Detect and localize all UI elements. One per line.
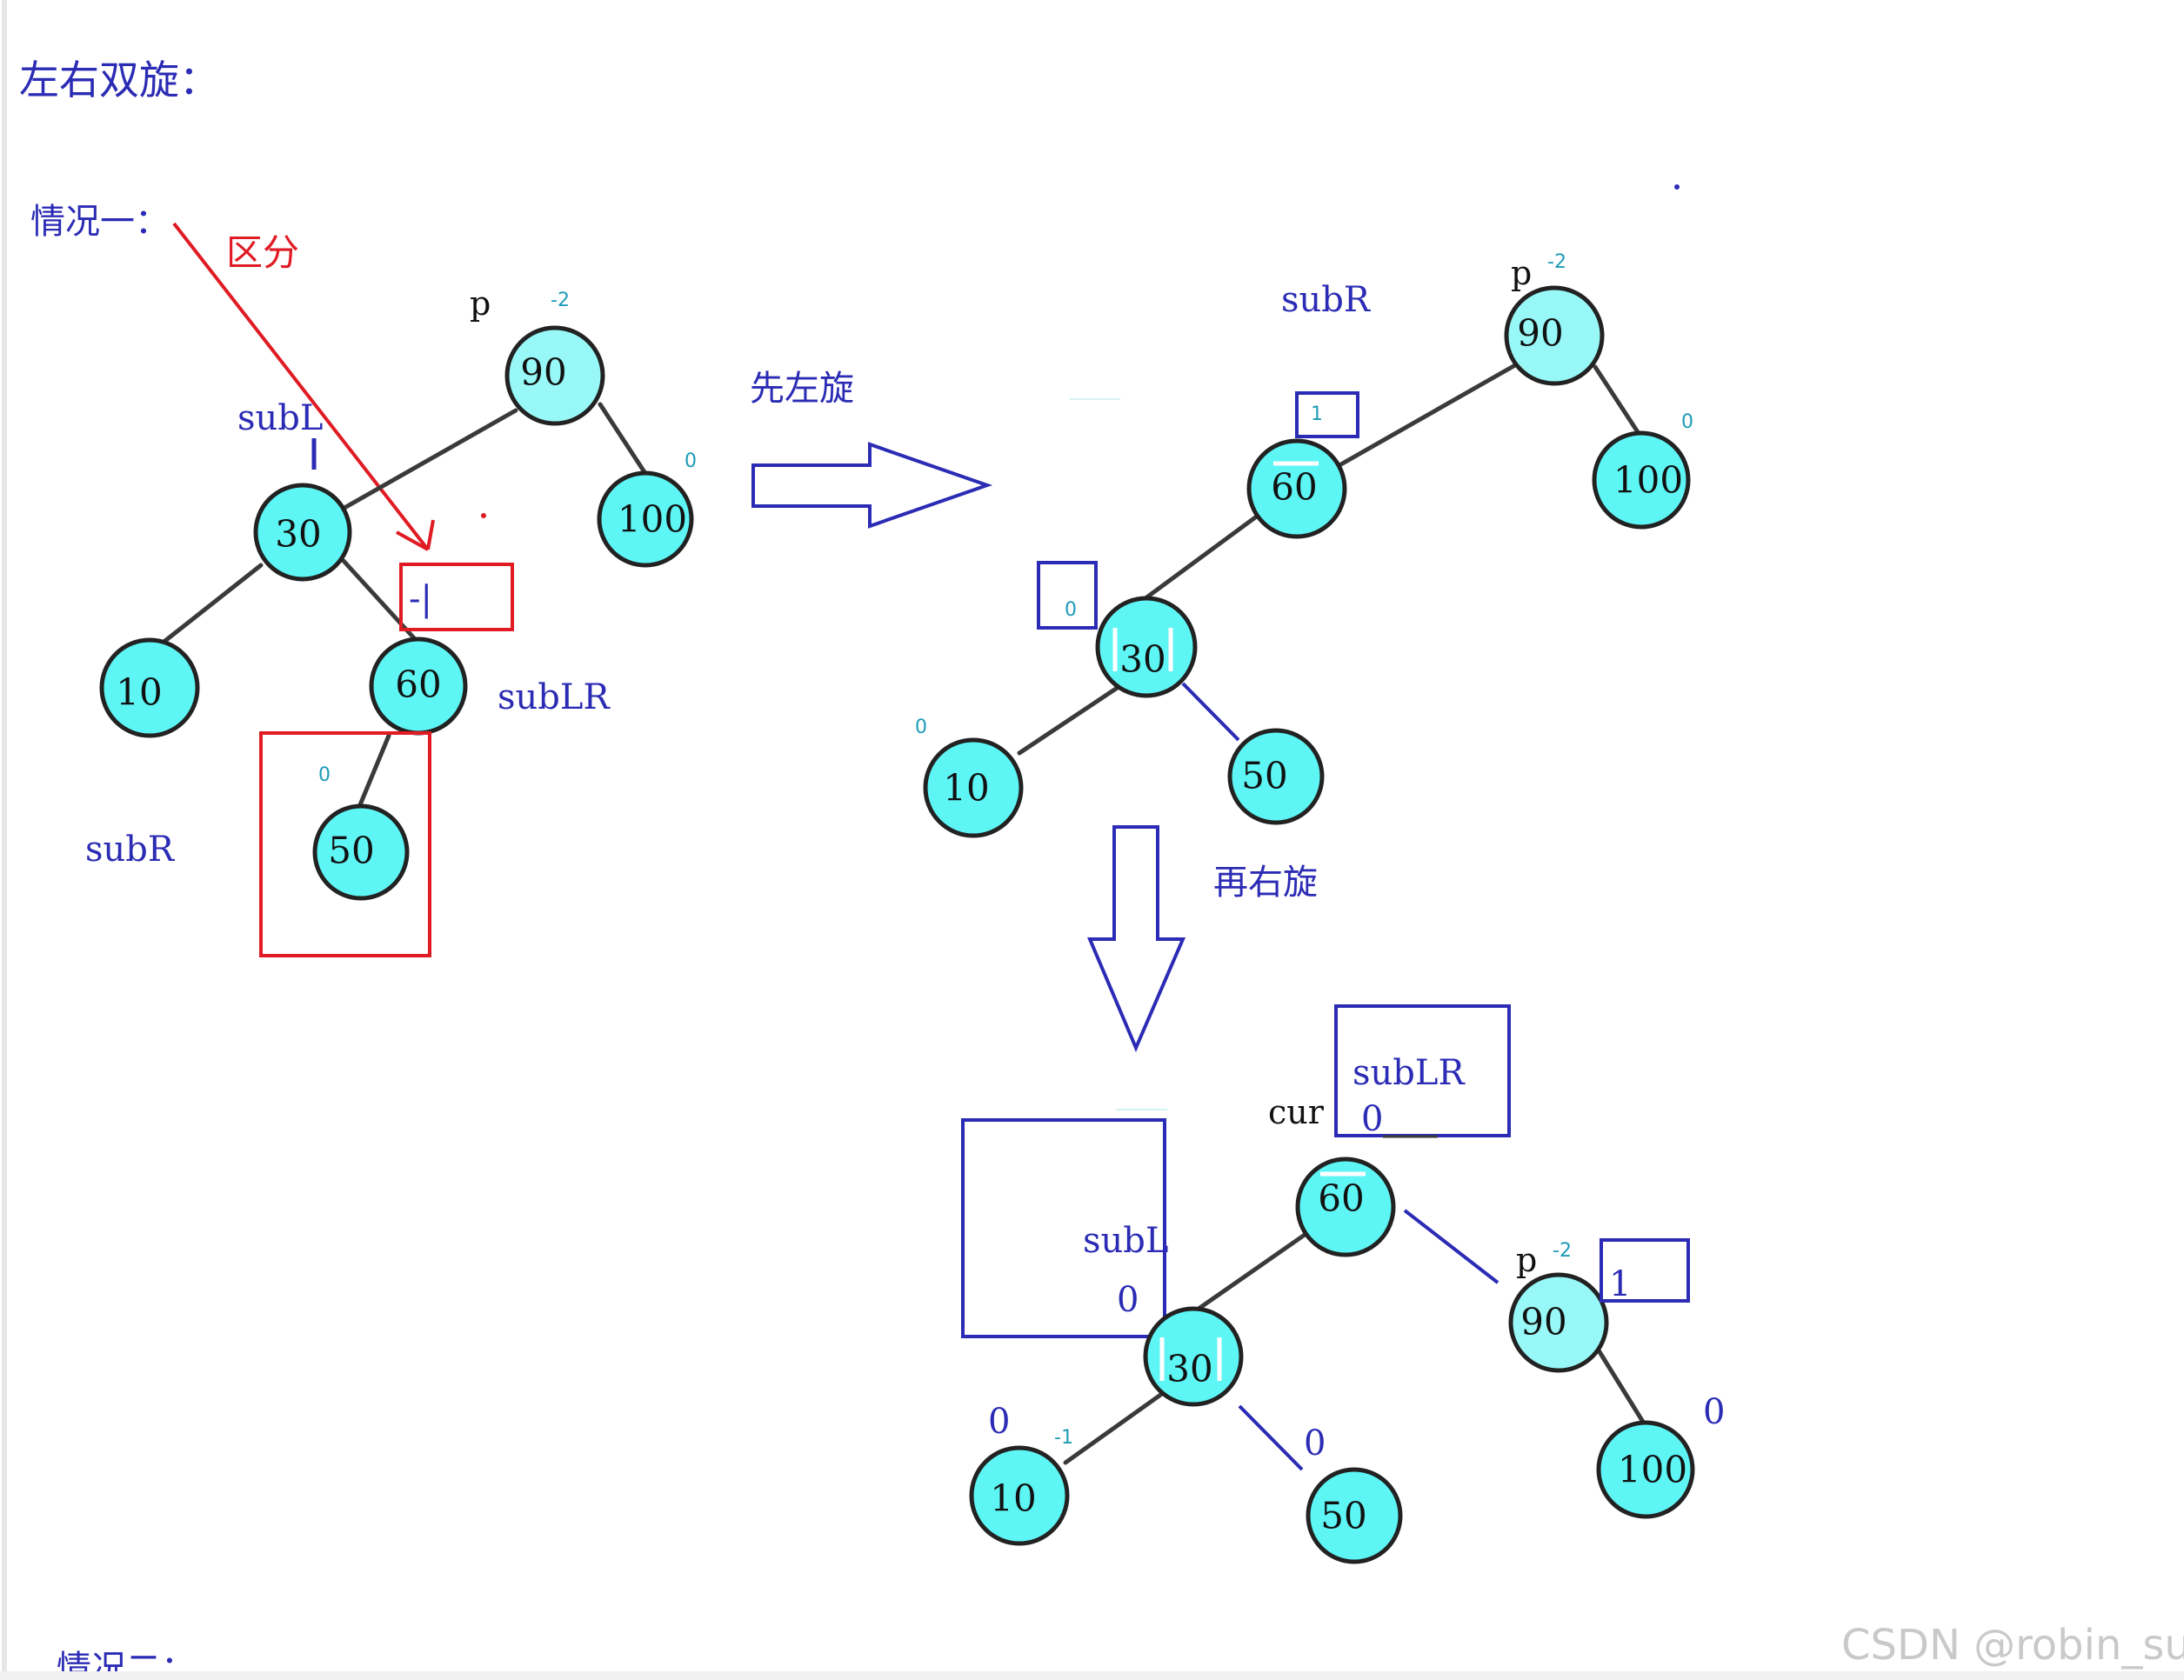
edge-90-100 <box>1593 364 1642 437</box>
node-30-label: 30 <box>1166 1348 1212 1390</box>
node-100-label: 100 <box>1613 459 1683 502</box>
node-90 <box>1504 285 1605 386</box>
edge-30-10 <box>147 563 264 656</box>
label-subR: subR <box>1281 280 1372 320</box>
bf-10-small: -1 <box>1054 1427 1073 1449</box>
edge-30-50 <box>1238 1404 1304 1471</box>
label-subLR: subLR <box>1352 1053 1466 1093</box>
node-90 <box>1508 1272 1609 1373</box>
label-cur: cur <box>1268 1093 1325 1131</box>
blue-box-bf-90 <box>1600 1238 1690 1303</box>
node-50 <box>312 803 410 901</box>
step-left-rotate: 先左旋 <box>750 369 854 409</box>
red-box-subtree <box>259 731 431 957</box>
node-30-label: 30 <box>275 513 321 556</box>
bf-p: -2 <box>1553 1240 1572 1262</box>
red-dot <box>481 513 486 518</box>
case-one-label: 情况一： <box>30 202 170 242</box>
edge-60-30 <box>1187 1232 1307 1317</box>
node-90 <box>504 325 605 426</box>
edge-30-10 <box>1063 1389 1168 1465</box>
node-90-label: 90 <box>1517 312 1563 355</box>
node-100 <box>597 470 694 568</box>
edge-90-100 <box>598 402 649 477</box>
edge-60-30 <box>1143 510 1264 601</box>
edge-60-50 <box>357 733 391 810</box>
bf-100: 0 <box>1703 1392 1725 1432</box>
distinguish-arrow <box>172 222 435 551</box>
node-100-label: 100 <box>618 498 687 541</box>
blue-box-bf-30 <box>1037 561 1098 630</box>
node-90-label: 90 <box>520 351 566 394</box>
node-50 <box>1227 728 1325 825</box>
node-60 <box>1295 1157 1396 1257</box>
edge-90-60 <box>1337 363 1518 468</box>
diagram-after-right-rotation: subL 0 subLR 0 cur 60 30 10 50 90 100 p … <box>961 1004 1725 1564</box>
node-50-label: 50 <box>1241 755 1287 797</box>
bf-90: 1 <box>1609 1264 1631 1304</box>
red-box-bf <box>399 563 514 631</box>
node-10 <box>99 637 200 738</box>
node-60-label: 60 <box>1318 1177 1364 1220</box>
bf-subL: 0 <box>1117 1280 1139 1320</box>
bf-10: 0 <box>988 1402 1010 1442</box>
node-10-label: 10 <box>943 767 989 810</box>
bf-50: 0 <box>318 764 331 786</box>
stray-dot <box>1674 184 1680 190</box>
bf-50: 0 <box>1304 1423 1326 1463</box>
blue-box-subL <box>961 1118 1166 1338</box>
node-10 <box>969 1445 1070 1546</box>
right-arrow <box>751 442 993 529</box>
node-30-label: 30 <box>1119 638 1165 681</box>
bf-100: 0 <box>1681 411 1693 433</box>
watermark: CSDN @robin_suli <box>1841 1621 2184 1670</box>
node-10 <box>923 737 1024 838</box>
node-30 <box>253 483 352 582</box>
label-subL: subL <box>1083 1221 1168 1261</box>
box-mark: -| <box>409 579 432 619</box>
bf-p: -2 <box>551 290 570 311</box>
bottom-strip <box>0 1671 2184 1680</box>
bf-100: 0 <box>685 450 697 472</box>
node-10-label: 10 <box>990 1477 1036 1520</box>
page-heading: 左右双旋： <box>19 57 219 103</box>
node-50 <box>1306 1467 1403 1564</box>
bf-60: 1 <box>1311 403 1323 425</box>
bf-10: 0 <box>915 717 927 738</box>
diagram-after-left-rotation: 90 100 60 30 10 50 subR p -2 0 1 0 0 <box>915 251 1693 838</box>
bf-30: 0 <box>1065 599 1077 621</box>
node-50-label: 50 <box>1320 1495 1366 1537</box>
blue-box-bf-60 <box>1295 391 1359 438</box>
node-60-label: 60 <box>1271 466 1317 509</box>
edge-90-100 <box>1596 1348 1648 1429</box>
node-100 <box>1592 430 1691 530</box>
node-60 <box>1246 438 1347 539</box>
node-60-label: 60 <box>395 663 441 706</box>
label-p: p <box>470 284 491 323</box>
edge-30-50 <box>1181 682 1240 742</box>
bf-subLR: 0 <box>1361 1099 1383 1139</box>
down-arrow <box>1086 825 1186 1053</box>
node-10-label: 10 <box>116 671 162 714</box>
node-100-label: 100 <box>1618 1449 1687 1491</box>
node-90-label: 90 <box>1520 1301 1566 1343</box>
node-100 <box>1596 1420 1695 1519</box>
edge-30-60 <box>341 558 418 643</box>
edge-60-90 <box>1403 1209 1499 1284</box>
label-p: p <box>1511 254 1532 292</box>
label-subR: subR <box>85 830 176 870</box>
node-50-label: 50 <box>328 830 374 872</box>
step-right-rotate: 再右旋 <box>1213 863 1318 903</box>
distinguish-label: 区分 <box>226 231 299 274</box>
label-p: p <box>1516 1241 1537 1279</box>
bf-p: -2 <box>1547 251 1566 273</box>
label-subLR: subLR <box>498 677 611 717</box>
edge-30-10 <box>1017 684 1121 756</box>
diagram-initial: 90 100 30 10 60 50 p -2 0 0 subL subLR s… <box>85 284 697 957</box>
label-subL: subL <box>237 398 323 438</box>
